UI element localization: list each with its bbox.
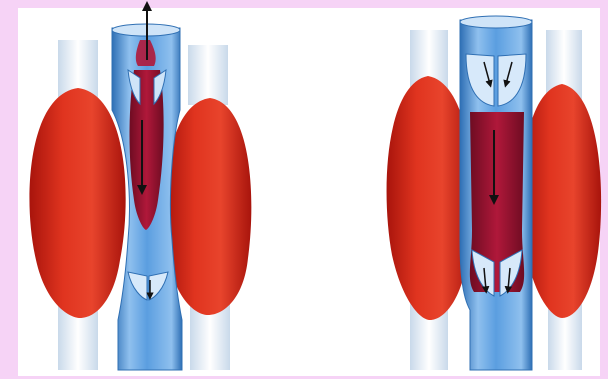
muscle-left-b (387, 30, 473, 370)
muscle-right-b (522, 30, 601, 370)
muscle-left-a (29, 40, 125, 370)
panel-relaxed (387, 16, 602, 370)
vein-b (460, 16, 532, 370)
panel-contracted (29, 6, 251, 370)
